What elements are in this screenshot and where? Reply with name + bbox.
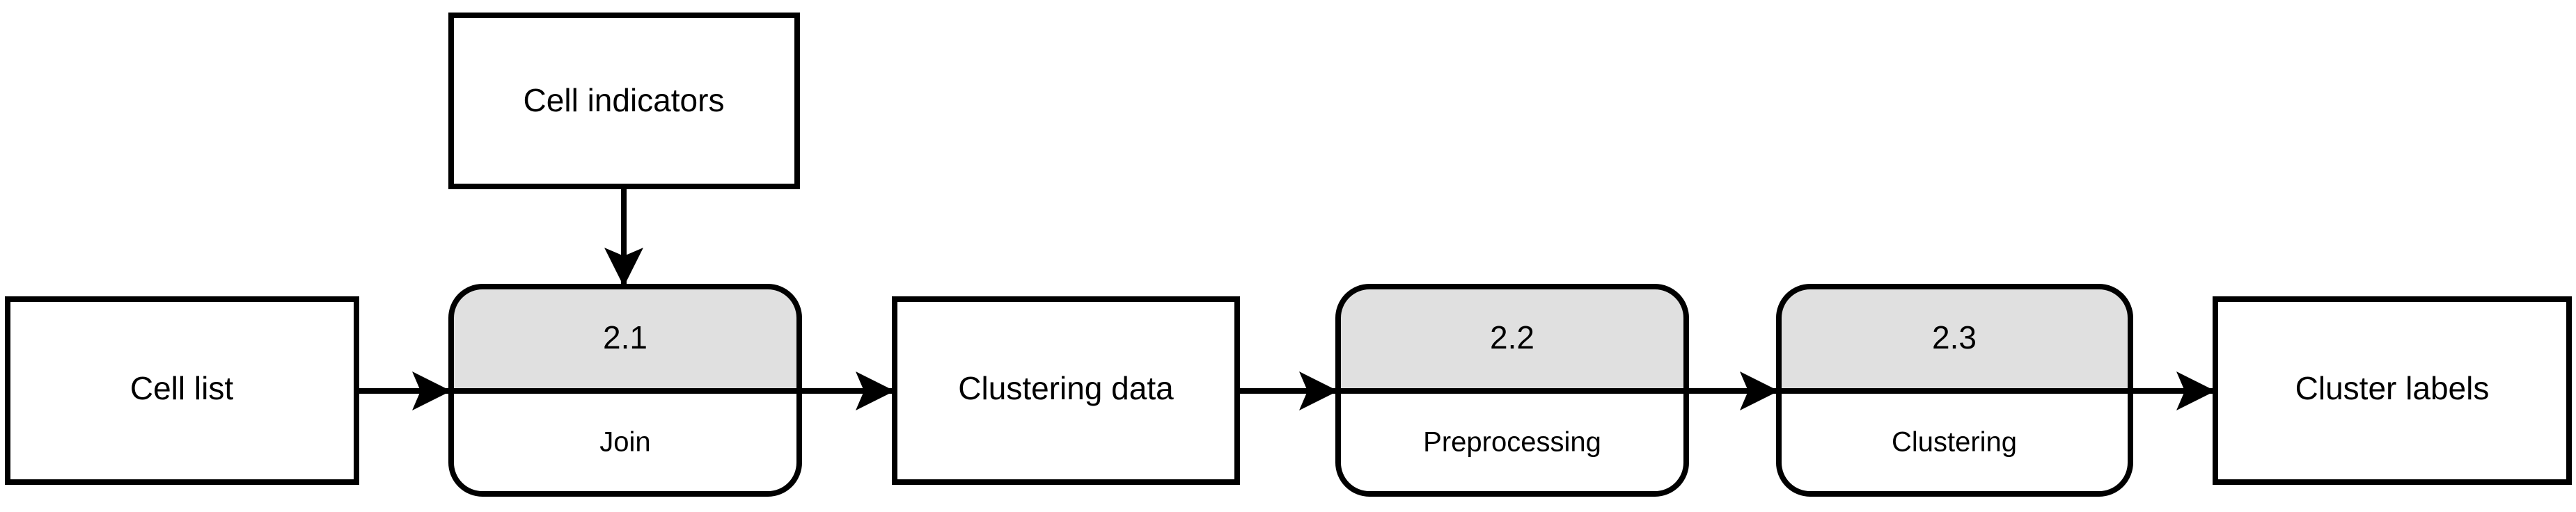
process-name-label: Clustering xyxy=(1892,427,2017,458)
node-box[interactable] xyxy=(2213,296,2572,485)
flow-cell-indicators-to-join xyxy=(604,186,643,287)
flow-join-to-clustering-data xyxy=(799,371,895,410)
node-label: Clustering data xyxy=(958,370,1174,406)
node-box[interactable] xyxy=(5,296,359,485)
arrow-head-icon xyxy=(604,248,643,287)
process-name-label: Preprocessing xyxy=(1423,427,1601,458)
arrow-head-icon xyxy=(2176,371,2215,410)
node-cell-indicators[interactable]: Cell indicators xyxy=(448,13,800,189)
process-header-box[interactable] xyxy=(1776,284,2133,394)
process-header-box[interactable] xyxy=(1335,284,1689,394)
process-name-label: Join xyxy=(599,427,650,458)
node-process-join[interactable]: 2.1 Join xyxy=(448,284,802,497)
arrow-head-icon xyxy=(1299,371,1338,410)
arrow-head-icon xyxy=(412,371,451,410)
process-id-label: 2.3 xyxy=(1932,319,1977,355)
node-label: Cell list xyxy=(130,370,233,406)
node-label: Cluster labels xyxy=(2295,370,2490,406)
arrow-head-icon xyxy=(1740,371,1779,410)
node-label: Cell indicators xyxy=(524,82,725,118)
flow-cell-list-to-join xyxy=(356,371,451,410)
node-box[interactable] xyxy=(892,296,1240,485)
node-clustering-data[interactable]: Clustering data xyxy=(892,296,1240,485)
flow-clustering-data-to-preprocessing xyxy=(1237,371,1338,410)
node-process-clustering[interactable]: 2.3 Clustering xyxy=(1776,284,2133,497)
flow-clustering-to-cluster-labels xyxy=(2130,371,2215,410)
node-box[interactable] xyxy=(448,13,800,189)
node-cluster-labels[interactable]: Cluster labels xyxy=(2213,296,2572,485)
node-process-preprocessing[interactable]: 2.2 Preprocessing xyxy=(1335,284,1689,497)
flow-preprocessing-to-clustering xyxy=(1686,371,1779,410)
arrow-head-icon xyxy=(856,371,895,410)
process-body-box[interactable] xyxy=(1335,388,1689,497)
node-cell-list[interactable]: Cell list xyxy=(5,296,359,485)
process-id-label: 2.2 xyxy=(1490,319,1534,355)
process-body-box[interactable] xyxy=(448,388,802,497)
process-id-label: 2.1 xyxy=(603,319,647,355)
process-header-box[interactable] xyxy=(448,284,802,394)
process-body-box[interactable] xyxy=(1776,388,2133,497)
